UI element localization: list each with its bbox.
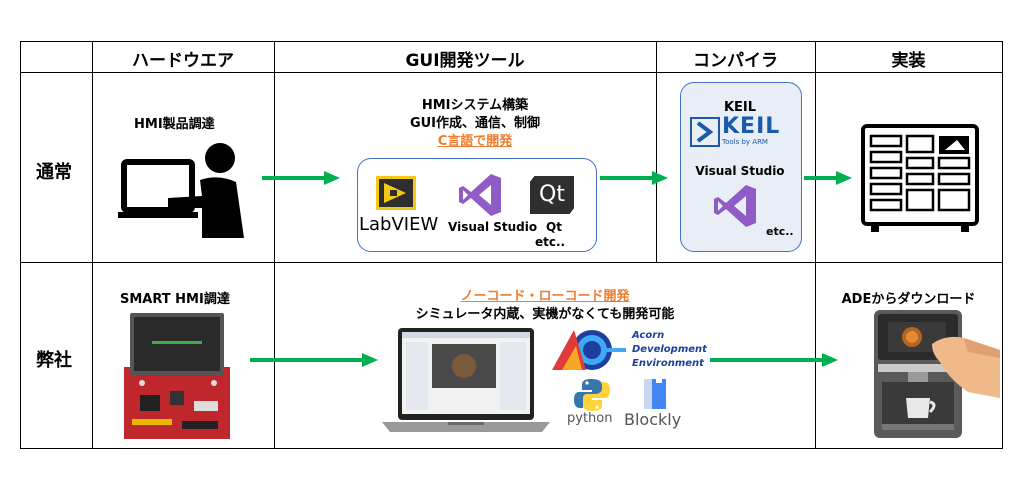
gui-line1-normal: HMIシステム構築	[421, 98, 529, 113]
row-label-ours: 弊社	[36, 350, 72, 371]
python-icon	[574, 379, 610, 411]
blockly-label: Blockly	[624, 410, 682, 429]
labview-icon	[376, 176, 416, 210]
visual-studio-icon	[459, 174, 501, 216]
gui-line3-normal: C言語で開発	[437, 134, 513, 149]
arrow-r1-gui-to-compiler	[600, 171, 668, 185]
gui-etc-label: etc..	[535, 235, 566, 249]
python-label: python	[567, 411, 613, 426]
arrow-r2-gui-to-impl	[710, 353, 838, 367]
gui-line1-ours: ノーコード・ローコード開発	[460, 289, 630, 304]
ade-download-title: ADEからダウンロード	[841, 292, 976, 307]
arrow-r1-hw-to-gui	[262, 171, 340, 185]
gui-line2-normal: GUI作成、通信、制御	[409, 116, 541, 131]
qt-icon: Qt	[530, 176, 574, 214]
acorn-logo-icon	[552, 330, 626, 370]
qt-logo-text: Qt	[539, 182, 565, 207]
visual-studio-label-gui: Visual Studio	[448, 220, 538, 234]
hmi-procurement-title: HMI製品調達	[134, 117, 215, 132]
laptop-icon	[382, 328, 550, 432]
compiler-box	[680, 82, 802, 252]
row-label-normal: 通常	[36, 162, 72, 183]
visual-studio-label-compiler: Visual Studio	[695, 164, 785, 178]
header-hardware: ハードウエア	[132, 51, 234, 71]
compiler-etc-label: etc..	[766, 225, 794, 238]
qt-label: Qt	[546, 220, 562, 234]
blockly-icon	[644, 379, 666, 409]
smart-hmi-title: SMART HMI調達	[120, 292, 230, 307]
acorn-line2: Development	[632, 344, 707, 355]
keil-logo-text: KEIL	[722, 114, 781, 139]
control-panel-icon	[861, 124, 979, 232]
arrow-r2-hw-to-gui	[250, 353, 378, 367]
header-gui-tool: GUI開発ツール	[405, 51, 525, 71]
coffee-machine-icon	[874, 310, 1000, 438]
keil-icon	[690, 117, 720, 147]
header-compiler: コンパイラ	[693, 51, 778, 71]
labview-label: LabVIEW	[359, 214, 439, 235]
person-at-laptop-icon	[118, 143, 244, 238]
header-implementation: 実装	[891, 51, 926, 71]
visual-studio-icon-compiler	[714, 185, 756, 227]
keil-title: KEIL	[723, 100, 757, 115]
keil-subtitle: Tools by ARM	[722, 138, 768, 146]
acorn-line3: Environment	[632, 358, 704, 369]
acorn-line1: Acorn	[632, 330, 665, 341]
hmi-board-icon	[124, 313, 230, 439]
arrow-r1-compiler-to-impl	[804, 171, 852, 185]
gui-line2-ours: シミュレータ内蔵、実機がなくても開発可能	[415, 307, 675, 322]
